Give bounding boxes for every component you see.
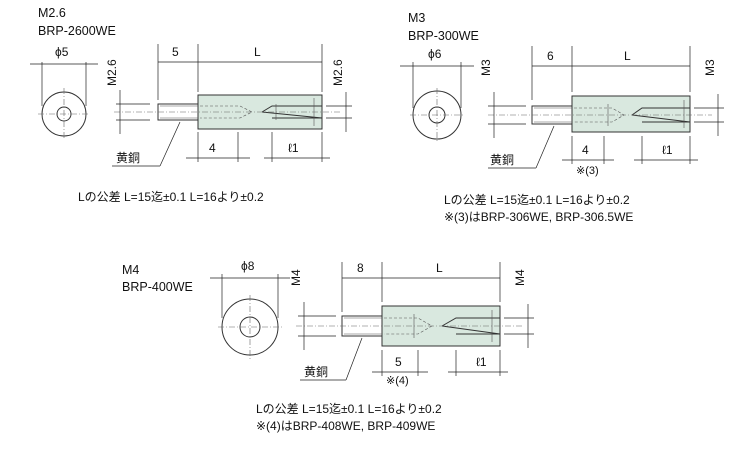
spacer-drawing-m26: ϕ5 5 L M2.6 M2.6 4 xyxy=(30,44,352,167)
thread-length-alt-m3: ※(3) xyxy=(576,165,599,177)
female-depth-m26: ℓ1 xyxy=(288,141,299,155)
thread-label-right-m3: M3 xyxy=(703,59,717,76)
male-length-m3: 6 xyxy=(547,49,554,63)
body-length-m3: L xyxy=(624,49,631,63)
thread-length-alt-m4: ※(4) xyxy=(386,375,409,387)
model-label-m4: BRP-400WE xyxy=(122,280,193,294)
thread-label-left-m26: M2.6 xyxy=(105,59,119,86)
note-m3: ※(3)はBRP-306WE, BRP-306.5WE xyxy=(444,210,634,224)
size-label-m3: M3 xyxy=(408,11,426,25)
diameter-m3: ϕ6 xyxy=(428,47,442,61)
thread-length-m4: 5 xyxy=(395,355,402,369)
thread-label-left-m3: M3 xyxy=(479,59,493,76)
tolerance-m26: Lの公差 L=15迄±0.1 L=16より±0.2 xyxy=(78,190,264,204)
female-depth-m4: ℓ1 xyxy=(476,355,487,369)
male-length-m26: 5 xyxy=(172,45,179,59)
body-length-m26: L xyxy=(254,45,261,59)
thread-label-right-m26: M2.6 xyxy=(331,59,345,86)
spacer-drawing-m4: ϕ8 8 L M4 M4 5 ※(4) ℓ1 黄銅 xyxy=(210,259,534,387)
thread-length-m3: 4 xyxy=(582,143,589,157)
model-label-m3: BRP-300WE xyxy=(408,29,479,43)
material-m26: 黄銅 xyxy=(116,151,140,165)
body-length-m4: L xyxy=(436,261,443,275)
female-depth-m3: ℓ1 xyxy=(662,143,673,157)
thread-label-right-m4: M4 xyxy=(513,269,527,286)
size-label-m26: M2.6 xyxy=(38,6,66,20)
tolerance-m4: Lの公差 L=15迄±0.1 L=16より±0.2 xyxy=(256,402,442,416)
spacer-body-m3 xyxy=(571,95,691,133)
tolerance-m3: Lの公差 L=15迄±0.1 L=16より±0.2 xyxy=(444,193,630,207)
diameter-m4: ϕ8 xyxy=(241,259,255,273)
spacer-drawing-m3: ϕ6 6 L M3 M3 4 ※(3) ℓ1 黄銅 xyxy=(400,46,724,177)
size-label-m4: M4 xyxy=(122,263,140,277)
note-m4: ※(4)はBRP-408WE, BRP-409WE xyxy=(256,419,436,433)
material-m4: 黄銅 xyxy=(304,365,328,379)
model-label-m26: BRP-2600WE xyxy=(38,24,116,38)
thread-length-m26: 4 xyxy=(209,141,216,155)
thread-label-left-m4: M4 xyxy=(289,269,303,286)
material-m3: 黄銅 xyxy=(490,153,514,167)
male-length-m4: 8 xyxy=(357,261,364,275)
diameter-m26: ϕ5 xyxy=(55,45,69,59)
